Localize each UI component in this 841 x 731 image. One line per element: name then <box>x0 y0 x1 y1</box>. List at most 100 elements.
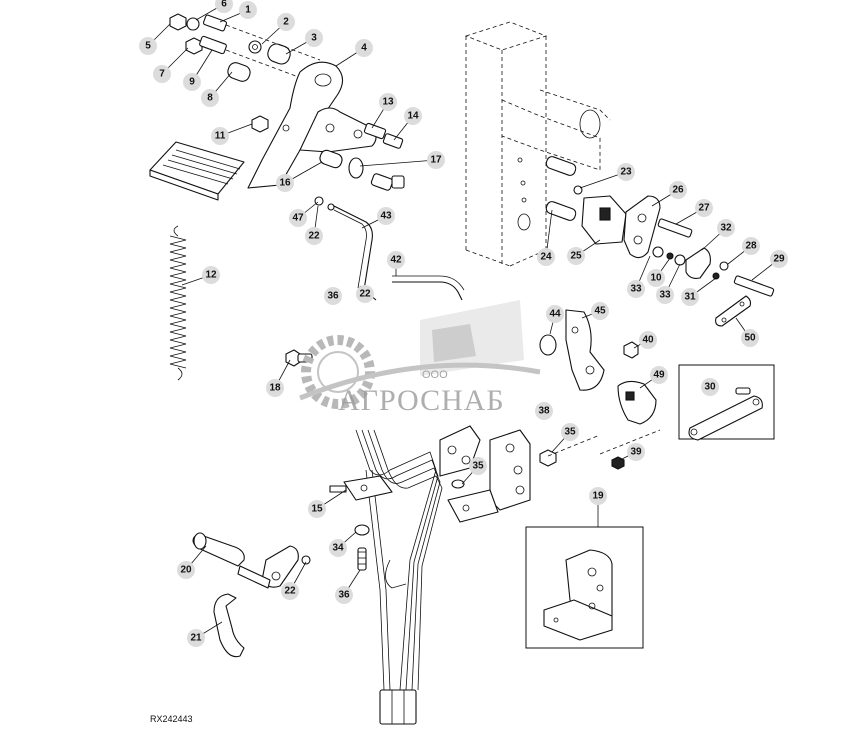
callout-circle <box>308 500 326 518</box>
callout-49: 49 <box>650 366 668 384</box>
callout-30: 30 <box>701 378 719 396</box>
callout-39: 39 <box>627 443 645 461</box>
callout-circle <box>177 561 195 579</box>
callout-29: 29 <box>770 250 788 268</box>
callout-number: 49 <box>653 370 665 381</box>
callout-number: 16 <box>279 178 291 189</box>
callout-4: 4 <box>355 39 373 57</box>
callout-12: 12 <box>202 266 220 284</box>
callout-10: 10 <box>647 269 665 287</box>
callout-33: 33 <box>627 280 645 298</box>
callout-circle <box>335 586 353 604</box>
callout-18: 18 <box>266 379 284 397</box>
callout-number: 19 <box>592 491 604 502</box>
pedal-assembly <box>149 13 405 201</box>
callout-number: 15 <box>311 504 323 515</box>
callout-number: 8 <box>207 93 213 104</box>
callout-circle <box>639 331 657 349</box>
callout-number: 31 <box>684 292 696 303</box>
callout-circle <box>427 151 445 169</box>
brake-switch-assembly <box>545 156 775 327</box>
callout-circle <box>669 181 687 199</box>
callout-16: 16 <box>276 174 294 192</box>
callout-circle <box>591 302 609 320</box>
callout-6: 6 <box>215 0 233 13</box>
linkage-rods <box>314 196 465 301</box>
callout-number: 4 <box>361 43 367 54</box>
callout-number: 12 <box>205 270 217 281</box>
callout-circle <box>770 250 788 268</box>
callout-circle <box>387 251 405 269</box>
callout-number: 2 <box>283 17 289 28</box>
callout-number: 22 <box>308 231 320 242</box>
callout-number: 9 <box>189 77 195 88</box>
callout-circle <box>202 266 220 284</box>
callout-17: 17 <box>427 151 445 169</box>
watermark-prefix: ООО <box>422 369 448 381</box>
pivot-pin-and-lever <box>192 532 311 658</box>
callout-circle <box>324 287 342 305</box>
callout-circle <box>546 305 564 323</box>
callout-15: 15 <box>308 500 326 518</box>
callout-circle <box>695 199 713 217</box>
callout-50: 50 <box>741 329 759 347</box>
callout-circle <box>650 366 668 384</box>
callout-number: 33 <box>659 290 671 301</box>
callout-47: 47 <box>289 209 307 227</box>
callout-number: 36 <box>338 590 350 601</box>
callout-circle <box>289 209 307 227</box>
callout-7: 7 <box>153 65 171 83</box>
callout-circle <box>355 39 373 57</box>
callout-number: 39 <box>630 447 642 458</box>
callout-45: 45 <box>591 302 609 320</box>
callout-circle <box>561 423 579 441</box>
callout-number: 30 <box>704 382 716 393</box>
callout-circle <box>305 227 323 245</box>
callout-circle <box>647 269 665 287</box>
callout-circle <box>215 0 233 13</box>
callout-circle <box>617 163 635 181</box>
callout-circle <box>239 1 257 19</box>
callout-number: 25 <box>570 251 582 262</box>
callout-number: 35 <box>472 461 484 472</box>
callout-circle <box>656 286 674 304</box>
callout-5: 5 <box>139 37 157 55</box>
callout-40: 40 <box>639 331 657 349</box>
callout-13: 13 <box>379 93 397 111</box>
callout-32: 32 <box>717 219 735 237</box>
callout-circle <box>627 280 645 298</box>
callout-number: 7 <box>159 69 165 80</box>
callout-28: 28 <box>742 237 760 255</box>
callout-circle <box>139 37 157 55</box>
callout-2: 2 <box>277 13 295 31</box>
callout-circle <box>404 107 422 125</box>
callout-23: 23 <box>617 163 635 181</box>
callout-circle <box>742 237 760 255</box>
callout-circle <box>567 247 585 265</box>
callout-number: 32 <box>720 223 732 234</box>
callout-number: 35 <box>564 427 576 438</box>
callout-number: 11 <box>215 131 226 142</box>
callout-circle <box>741 329 759 347</box>
callout-circle <box>379 93 397 111</box>
callout-21: 21 <box>187 629 205 647</box>
callout-circle <box>717 219 735 237</box>
callout-circle <box>201 89 219 107</box>
callout-circle <box>276 174 294 192</box>
callout-44: 44 <box>546 305 564 323</box>
callout-labels: 1234567891011121314151617181920212222222… <box>139 0 788 647</box>
callout-31: 31 <box>681 288 699 306</box>
callout-24: 24 <box>537 248 555 266</box>
callout-number: 33 <box>630 284 642 295</box>
callout-number: 50 <box>744 333 756 344</box>
callout-42: 42 <box>387 251 405 269</box>
callout-3: 3 <box>305 29 323 47</box>
callout-number: 22 <box>284 586 296 597</box>
callout-number: 42 <box>390 255 402 266</box>
watermark: ООО АГРОСНАБ <box>299 300 541 417</box>
callout-number: 21 <box>190 633 202 644</box>
callout-number: 17 <box>430 155 442 166</box>
callout-circle <box>537 248 555 266</box>
callout-number: 28 <box>745 241 757 252</box>
callout-number: 44 <box>549 309 561 320</box>
